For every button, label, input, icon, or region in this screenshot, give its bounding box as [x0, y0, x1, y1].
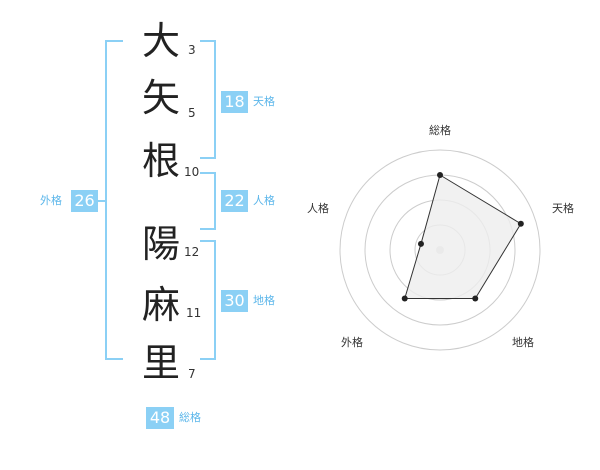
- name-char-2: 矢: [141, 76, 180, 120]
- radar-point-5: [417, 240, 424, 247]
- radar-point-2: [517, 220, 524, 227]
- stroke-count-2: 5: [188, 106, 196, 120]
- jinkaku-value: 22: [221, 190, 248, 212]
- radar-point-3: [472, 295, 479, 302]
- radar-axis-label-chikaku: 地格: [512, 336, 534, 349]
- radar-axis-label-gaikaku: 外格: [341, 336, 363, 349]
- stroke-count-4: 12: [184, 245, 200, 259]
- name-char-4: 陽: [141, 222, 180, 266]
- radar-point-1: [437, 172, 443, 178]
- stroke-count-5: 11: [186, 306, 202, 320]
- chikaku-label: 地格: [253, 294, 275, 307]
- radar-axis-label-tenkaku: 天格: [552, 202, 574, 215]
- name-char-5: 麻: [141, 283, 180, 327]
- soukaku-label: 総格: [179, 411, 201, 424]
- tenkaku-value: 18: [221, 91, 248, 113]
- radar-ring: [339, 149, 541, 351]
- stroke-count-6: 7: [188, 367, 196, 381]
- chikaku-bracket: [200, 240, 216, 360]
- stroke-count-3: 10: [184, 165, 200, 179]
- gaikaku-connector: [97, 200, 107, 202]
- radar-axis-label-jinkaku: 人格: [307, 202, 329, 215]
- radar-axis-label-soukaku: 総格: [429, 124, 451, 137]
- soukaku-value: 48: [146, 407, 174, 429]
- gaikaku-label: 外格: [40, 194, 62, 207]
- jinkaku-bracket: [200, 172, 216, 230]
- tenkaku-bracket: [200, 40, 216, 159]
- radar-point-4: [401, 295, 408, 302]
- name-char-1: 大: [141, 19, 180, 63]
- gaikaku-value: 26: [71, 190, 98, 212]
- jinkaku-label: 人格: [253, 194, 275, 207]
- stroke-count-1: 3: [188, 43, 196, 57]
- radar-series-polygon: [404, 174, 522, 300]
- chikaku-value: 30: [221, 290, 248, 312]
- name-char-3: 根: [141, 139, 180, 183]
- name-char-6: 里: [141, 341, 180, 385]
- tenkaku-label: 天格: [253, 95, 275, 108]
